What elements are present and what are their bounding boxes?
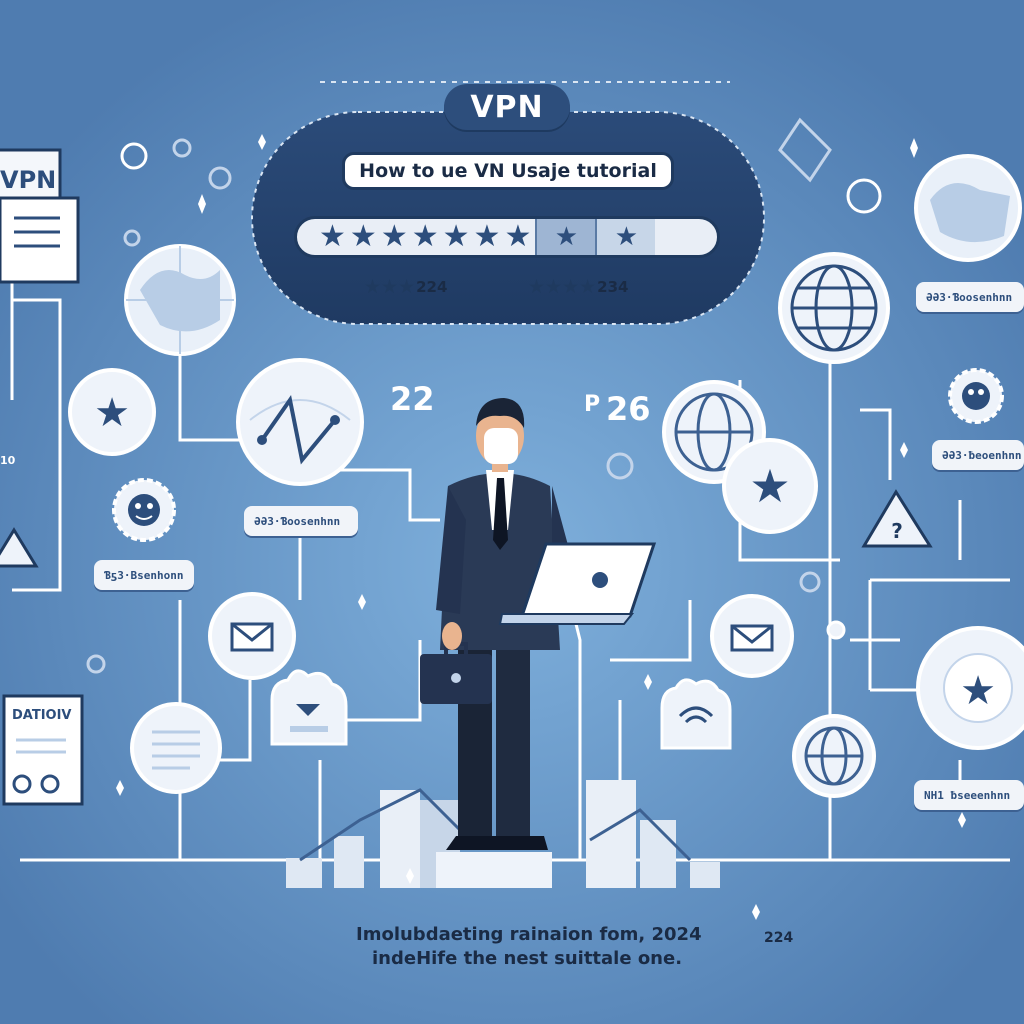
tutorial-subtitle: How to ue VN Usaje tutorial bbox=[342, 152, 674, 190]
document-bottom-left bbox=[2, 694, 84, 806]
gear-icon-3 bbox=[208, 166, 232, 190]
footer-number: 224 bbox=[764, 930, 794, 946]
rating-star: ★ bbox=[473, 219, 501, 254]
rating-star: ★ bbox=[504, 219, 532, 254]
globe-node-top-right bbox=[914, 154, 1022, 262]
globe-node-left bbox=[124, 244, 236, 356]
info-card-label[interactable]: ƏƏ3·ƀeoenhnn bbox=[932, 440, 1024, 470]
star-icon-big-right: ★ bbox=[960, 668, 996, 714]
rating-stars-right: ★★★★ bbox=[528, 276, 597, 298]
info-card-label[interactable]: ƏƏ3·Ɓoosenhnn bbox=[244, 506, 358, 536]
side-label-small: 10 bbox=[0, 454, 16, 467]
plugin-icon-left bbox=[270, 669, 348, 746]
gear-icon-1 bbox=[120, 142, 148, 170]
businessman-figure bbox=[420, 398, 657, 850]
sparkles bbox=[116, 134, 966, 920]
smiley-gear-icon-right bbox=[948, 368, 1004, 424]
big-star-node-right: ★ bbox=[916, 626, 1024, 750]
globe-star-node-right: ★ bbox=[662, 380, 818, 534]
info-card-label[interactable]: Ɓƽ3·Bsenhonn bbox=[94, 560, 194, 590]
gear-icon-2 bbox=[172, 138, 192, 158]
gear-icon-5 bbox=[86, 654, 106, 674]
star-node-left: ★ bbox=[68, 368, 156, 456]
rating-star-box[interactable]: ★ bbox=[535, 219, 596, 255]
info-card-label[interactable]: ƏƏ3·Ɓoosenhnn bbox=[916, 282, 1024, 312]
mail-node-left bbox=[208, 592, 296, 680]
rating-star-box[interactable]: ★ bbox=[595, 219, 656, 255]
rating-star: ★ bbox=[319, 219, 346, 254]
rating-stars-left: ★★★ bbox=[364, 276, 416, 298]
rating-value-left: 224 bbox=[416, 278, 448, 296]
number-left: 22 bbox=[390, 380, 435, 418]
gear-icon-6 bbox=[799, 571, 821, 593]
number-prefix: P bbox=[584, 392, 601, 417]
doc-label-vpn: VPN bbox=[0, 166, 57, 194]
star-icon: ★ bbox=[94, 390, 130, 436]
rating-star: ★ bbox=[380, 219, 408, 254]
rating-summary-left: ★★★ 224 bbox=[364, 276, 447, 298]
warning-icon-right: ? bbox=[861, 489, 933, 548]
rating-bar[interactable]: ★ ★ ★ ★ ★ ★ ★ ★ ★ bbox=[294, 216, 720, 258]
cloud-icon bbox=[846, 178, 882, 214]
wifi-node-right bbox=[660, 678, 732, 750]
decorations bbox=[86, 117, 882, 674]
list-node bbox=[130, 702, 222, 794]
chart-globe-node bbox=[236, 358, 364, 486]
footer-line-2: indeHife the nest suittale one. bbox=[372, 948, 683, 969]
rating-value-right: 234 bbox=[597, 278, 629, 296]
footer-line-1: Imolubdaeting rainaion fom, 2024 bbox=[356, 924, 702, 945]
globe-node-bottom-right bbox=[792, 714, 876, 798]
question-mark-icon: ? bbox=[891, 519, 903, 543]
rating-star: ★ bbox=[411, 219, 439, 254]
document-stack-top-left bbox=[0, 148, 80, 284]
info-card-label[interactable]: NH1 ƀseeenhnn bbox=[914, 780, 1024, 810]
warning-icon-left bbox=[0, 527, 39, 568]
network-icon bbox=[778, 117, 832, 183]
doc-label-bottom: DATIOIV bbox=[12, 708, 72, 723]
gear-icon-7 bbox=[606, 452, 634, 480]
vpn-badge: VPN bbox=[444, 84, 570, 130]
globe-wire-node-right bbox=[778, 252, 890, 364]
smiley-gear-icon-left bbox=[112, 478, 176, 542]
rating-star: ★ bbox=[349, 219, 377, 254]
rating-star: ★ bbox=[442, 219, 470, 254]
mail-node-right bbox=[710, 594, 846, 678]
number-right: 26 bbox=[606, 390, 651, 428]
bar-graph bbox=[286, 780, 720, 888]
gear-icon-4 bbox=[123, 229, 141, 247]
rating-summary-right: ★★★★ 234 bbox=[528, 276, 628, 298]
star-icon-right: ★ bbox=[749, 459, 790, 513]
